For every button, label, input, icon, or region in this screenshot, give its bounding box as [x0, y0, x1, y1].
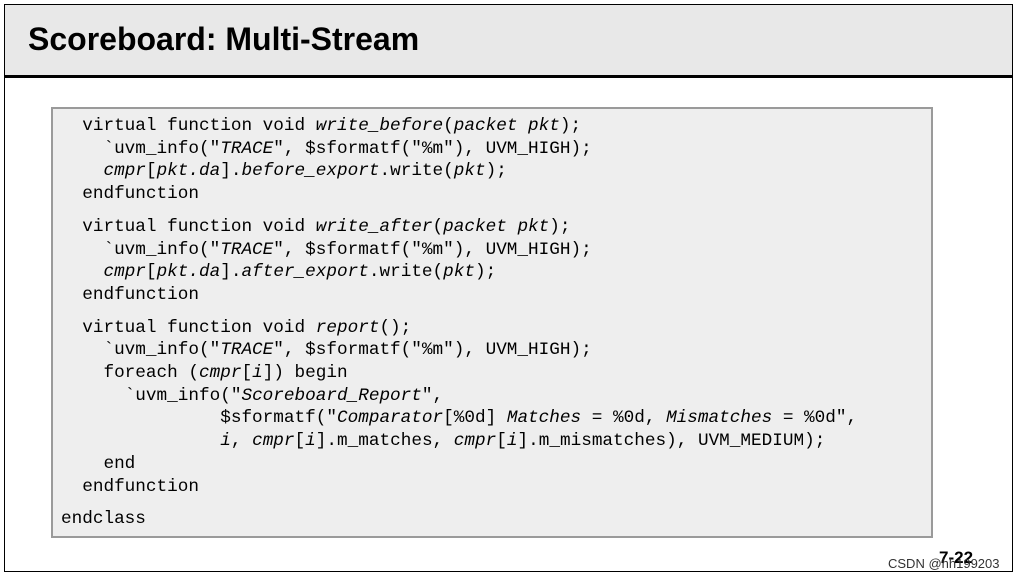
code-line: virtual function void report();	[61, 317, 412, 338]
code-line: endclass	[61, 509, 146, 530]
code-line: `uvm_info("TRACE", $sformatf("%m"), UVM_…	[61, 138, 592, 159]
code-line: virtual function void write_before(packe…	[61, 116, 582, 136]
code-line: virtual function void write_after(packet…	[61, 216, 571, 237]
watermark: CSDN @hh199203	[888, 556, 1000, 571]
slide: Scoreboard: Multi-Stream virtual functio…	[4, 4, 1013, 572]
code-line: `uvm_info("Scoreboard_Report",	[61, 385, 444, 406]
slide-header: Scoreboard: Multi-Stream	[5, 5, 1012, 78]
code-line: endfunction	[61, 184, 199, 205]
code-line: endfunction	[61, 284, 199, 305]
code-line: `uvm_info("TRACE", $sformatf("%m"), UVM_…	[61, 239, 592, 260]
code-line: endfunction	[61, 476, 199, 497]
code-line: end	[61, 453, 136, 474]
code-line: $sformatf("Comparator[%0d] Matches = %0d…	[61, 408, 858, 429]
code-line: `uvm_info("TRACE", $sformatf("%m"), UVM_…	[61, 340, 592, 361]
slide-title: Scoreboard: Multi-Stream	[28, 21, 420, 57]
code-box: virtual function void write_before(packe…	[51, 107, 933, 538]
code-listing: virtual function void write_before(packe…	[61, 115, 857, 531]
page-number: 7-22	[939, 548, 974, 567]
code-line: cmpr[pkt.da].before_export.write(pkt);	[103, 161, 507, 182]
code-line: cmpr[pkt.da].after_export.write(pkt);	[103, 262, 497, 283]
code-line: i, cmpr[i].m_matches, cmpr[i].m_mismatch…	[220, 431, 826, 452]
code-line: foreach (cmpr[i]) begin	[61, 363, 348, 384]
